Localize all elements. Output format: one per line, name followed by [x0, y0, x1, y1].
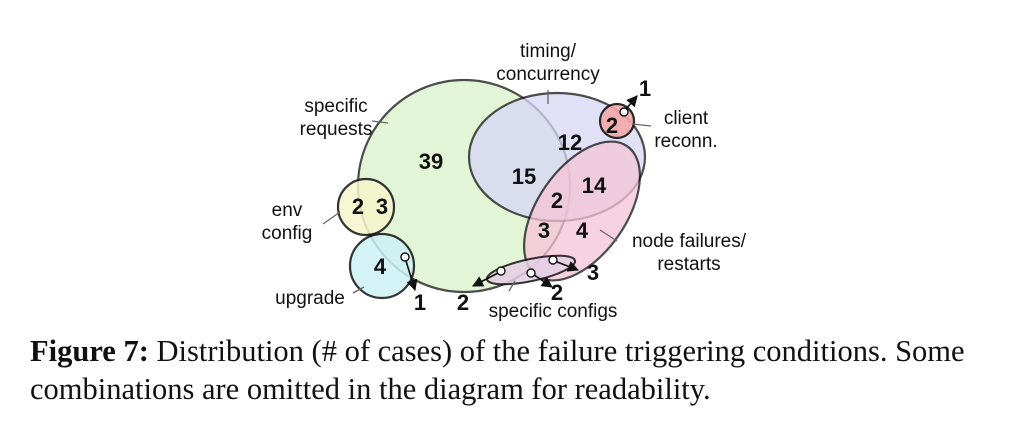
- count-timing-node: 14: [582, 173, 607, 198]
- upgrade-label: upgrade: [275, 288, 345, 309]
- count-configs-right: 3: [587, 260, 599, 285]
- node-failures-label: node failures/restarts: [632, 231, 747, 275]
- timing-concurrency-label: timing/concurrency: [496, 41, 600, 85]
- timing-concurrency-label-line: timing/: [520, 41, 577, 62]
- count-configs-left: 2: [457, 290, 469, 315]
- leader-client: [632, 123, 652, 127]
- node-failures-label-line: node failures/: [632, 231, 747, 252]
- client-reconn-label-line: reconn.: [654, 131, 717, 152]
- upgrade-set: [348, 232, 416, 300]
- count-requests-timing-node: 2: [551, 188, 563, 213]
- leader-requests: [371, 120, 389, 124]
- count-env-only: 2: [352, 194, 364, 219]
- env-config-set: [336, 177, 396, 237]
- count-upgrade-out: 1: [414, 290, 426, 315]
- client-out-arrow: [625, 95, 638, 110]
- client-reconn-label-line: client: [664, 108, 709, 129]
- count-node-only: 4: [576, 218, 589, 243]
- figure-caption: Figure 7: Distribution (# of cases) of t…: [30, 332, 1000, 408]
- count-timing-only: 12: [558, 130, 582, 155]
- upgrade-out-arrow: [405, 260, 418, 292]
- leader-node: [599, 229, 618, 242]
- env-config-label-line: config: [262, 223, 313, 244]
- count-env-requests: 3: [376, 194, 388, 219]
- configs-left-arrow: [472, 272, 499, 287]
- caption-text: Distribution (# of cases) of the failure…: [30, 334, 965, 406]
- count-client-only: 2: [606, 113, 618, 138]
- specific-configs-label: specific configs: [489, 301, 618, 322]
- configs-mid-arrow: [533, 274, 553, 288]
- count-requests-only: 39: [419, 149, 443, 174]
- count-upgrade-only: 4: [374, 254, 387, 279]
- env-config-label-line: env: [272, 200, 303, 221]
- configs-right-dot: [548, 255, 558, 265]
- timing-concurrency-label-line: concurrency: [496, 64, 600, 85]
- configs-mid-dot: [526, 268, 536, 278]
- specific-requests-label-line: specific: [304, 96, 367, 117]
- configs-left-dot: [496, 266, 506, 276]
- figure-label: Figure 7:: [30, 334, 149, 368]
- upgrade-out-dot: [400, 252, 410, 262]
- count-requests-timing: 15: [512, 164, 536, 189]
- configs-right-arrow: [556, 261, 580, 272]
- client-out-dot: [619, 107, 629, 117]
- leader-env: [322, 211, 341, 225]
- count-requests-node: 3: [538, 218, 550, 243]
- leader-configs: [508, 280, 516, 292]
- specific-requests-label-line: requests: [300, 119, 373, 140]
- count-client-out: 1: [639, 76, 651, 101]
- count-configs-mid: 2: [551, 280, 563, 305]
- node-failures-label-line: restarts: [657, 254, 720, 275]
- leader-upgrade: [352, 286, 365, 294]
